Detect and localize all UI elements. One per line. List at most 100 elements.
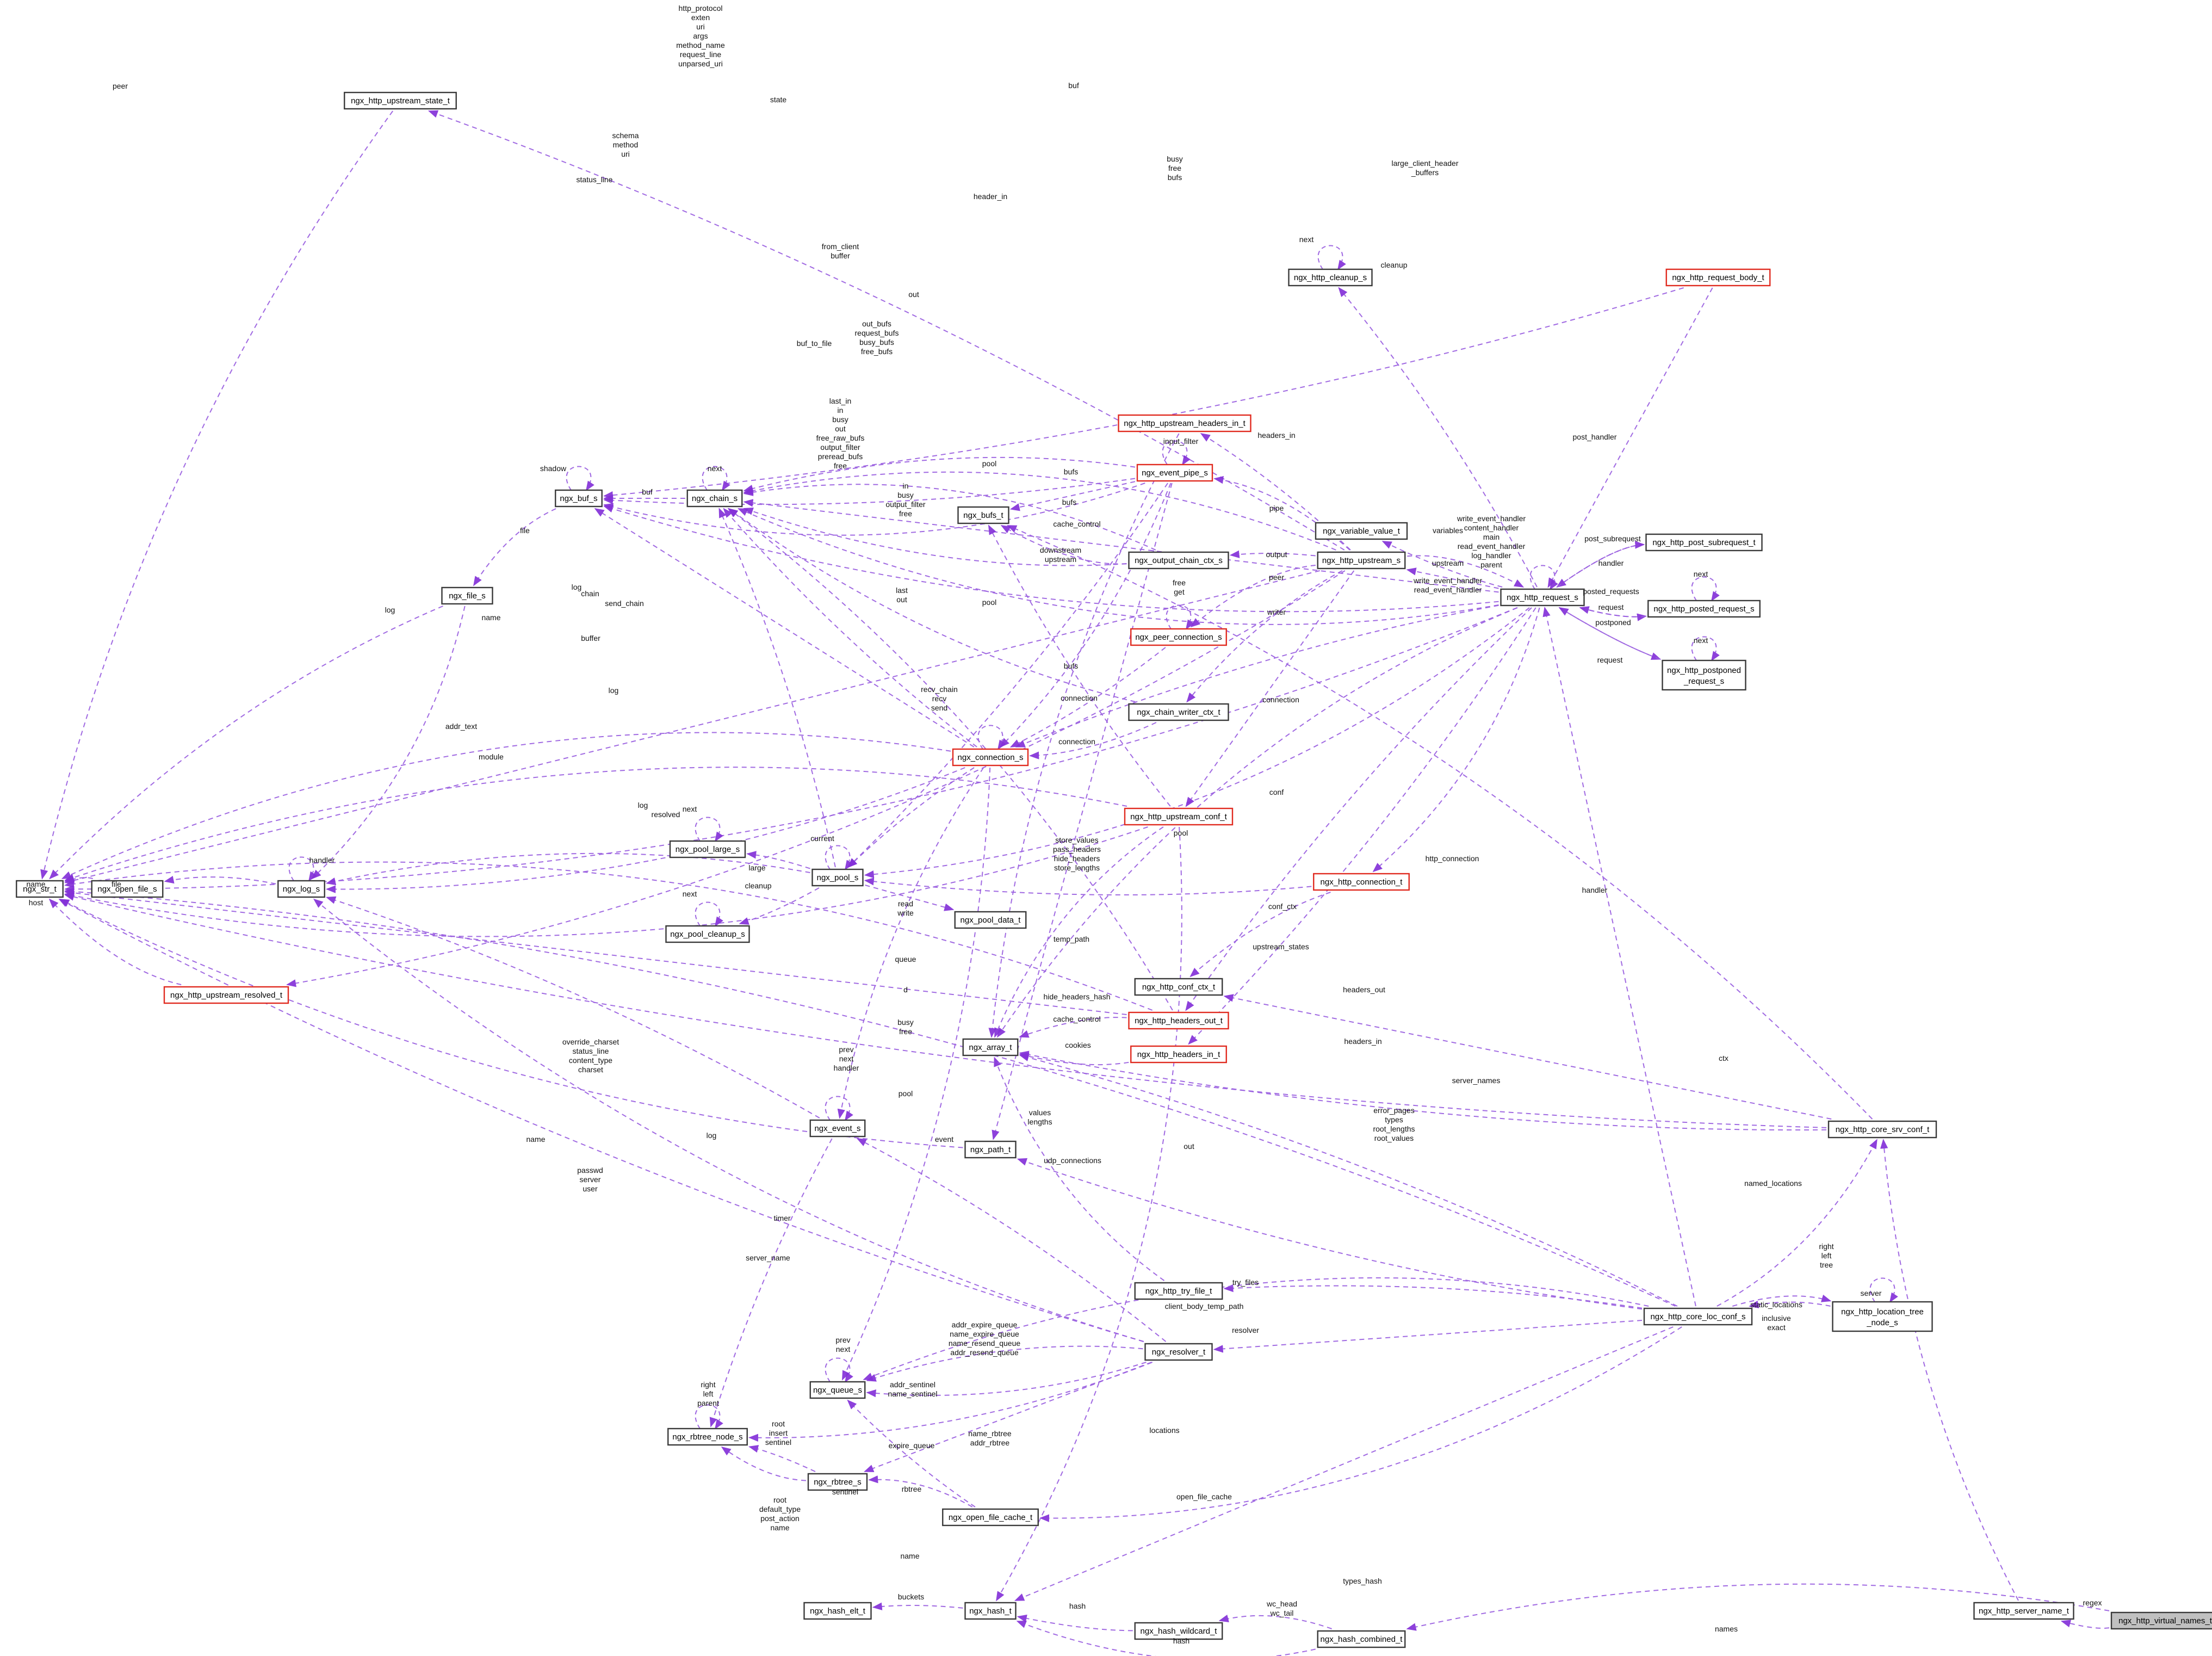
node-array[interactable]: ngx_array_t: [962, 1038, 1019, 1056]
node-box[interactable]: [16, 880, 64, 898]
node-box[interactable]: [1128, 551, 1229, 570]
node-box[interactable]: [1128, 703, 1229, 721]
node-box[interactable]: [1832, 1301, 1933, 1332]
node-bufs[interactable]: ngx_bufs_t: [957, 506, 1009, 524]
node-core_loc_conf[interactable]: ngx_http_core_loc_conf_s: [1643, 1307, 1753, 1326]
node-box[interactable]: [1647, 600, 1761, 618]
node-box[interactable]: [1662, 659, 1746, 691]
node-request_body[interactable]: ngx_http_request_body_t: [1665, 268, 1771, 287]
node-up_headers_in[interactable]: ngx_http_upstream_headers_in_t: [1118, 414, 1251, 432]
node-box[interactable]: [809, 1119, 866, 1138]
node-box[interactable]: [2110, 1611, 2212, 1630]
node-box[interactable]: [686, 489, 743, 508]
node-box[interactable]: [807, 1473, 868, 1491]
node-file[interactable]: ngx_file_s: [441, 586, 493, 605]
node-upstream_conf[interactable]: ngx_http_upstream_conf_t: [1124, 807, 1234, 826]
node-rbtree_node[interactable]: ngx_rbtree_node_s: [667, 1428, 748, 1446]
node-box[interactable]: [1130, 628, 1227, 646]
node-request[interactable]: ngx_http_request_s: [1500, 588, 1585, 607]
node-box[interactable]: [811, 868, 864, 887]
node-core_srv_conf[interactable]: ngx_http_core_srv_conf_t: [1827, 1120, 1937, 1139]
node-server_name[interactable]: ngx_http_server_name_t: [1973, 1602, 2074, 1620]
node-virtual_names[interactable]: ngx_http_virtual_names_t: [2110, 1611, 2212, 1630]
node-pool[interactable]: ngx_pool_s: [811, 868, 864, 887]
node-peer_connection[interactable]: ngx_peer_connection_s: [1130, 628, 1227, 646]
node-chain[interactable]: ngx_chain_s: [686, 489, 743, 508]
node-hash_wildcard[interactable]: ngx_hash_wildcard_t: [1134, 1622, 1223, 1640]
node-chain_writer[interactable]: ngx_chain_writer_ctx_t: [1128, 703, 1229, 721]
node-pool_data[interactable]: ngx_pool_data_t: [954, 911, 1027, 929]
node-box[interactable]: [1500, 588, 1585, 607]
node-box[interactable]: [1317, 551, 1406, 570]
node-hash_elt[interactable]: ngx_hash_elt_t: [803, 1602, 872, 1620]
node-box[interactable]: [344, 91, 457, 110]
node-hash[interactable]: ngx_hash_t: [964, 1602, 1017, 1620]
node-box[interactable]: [1124, 807, 1234, 826]
node-log[interactable]: ngx_log_s: [277, 880, 325, 898]
node-box[interactable]: [1288, 268, 1373, 287]
node-str[interactable]: ngx_str_t: [16, 880, 64, 898]
node-connection[interactable]: ngx_connection_s: [952, 748, 1029, 767]
node-open_file_cache[interactable]: ngx_open_file_cache_t: [942, 1508, 1039, 1527]
node-box[interactable]: [962, 1038, 1019, 1056]
node-location_tree[interactable]: ngx_http_location_tree_node_s: [1832, 1301, 1933, 1332]
node-path[interactable]: ngx_path_t: [964, 1140, 1017, 1159]
node-upstream_state[interactable]: ngx_http_upstream_state_t: [344, 91, 457, 110]
node-box[interactable]: [957, 506, 1009, 524]
node-box[interactable]: [803, 1602, 872, 1620]
node-post_subrequest[interactable]: ngx_http_post_subrequest_t: [1645, 533, 1763, 552]
node-headers_in[interactable]: ngx_http_headers_in_t: [1130, 1045, 1227, 1064]
node-output_chain[interactable]: ngx_output_chain_ctx_s: [1128, 551, 1229, 570]
node-upstream_resolved[interactable]: ngx_http_upstream_resolved_t: [163, 986, 289, 1004]
node-variable_value[interactable]: ngx_variable_value_t: [1315, 522, 1408, 540]
node-http_cleanup[interactable]: ngx_http_cleanup_s: [1288, 268, 1373, 287]
node-posted_request[interactable]: ngx_http_posted_request_s: [1647, 600, 1761, 618]
node-box[interactable]: [1827, 1120, 1937, 1139]
node-box[interactable]: [1136, 464, 1213, 482]
node-try_file[interactable]: ngx_http_try_file_t: [1134, 1282, 1223, 1300]
node-box[interactable]: [555, 489, 603, 508]
node-box[interactable]: [1128, 1011, 1229, 1030]
node-box[interactable]: [1315, 522, 1408, 540]
node-box[interactable]: [665, 925, 750, 943]
node-box[interactable]: [809, 1381, 866, 1399]
node-box[interactable]: [1665, 268, 1771, 287]
node-box[interactable]: [441, 586, 493, 605]
node-hash_combined[interactable]: ngx_hash_combined_t: [1317, 1630, 1406, 1648]
node-box[interactable]: [1973, 1602, 2074, 1620]
node-box[interactable]: [1313, 873, 1410, 891]
node-box[interactable]: [964, 1602, 1017, 1620]
node-box[interactable]: [277, 880, 325, 898]
node-open_file[interactable]: ngx_open_file_s: [91, 880, 164, 898]
node-rbtree[interactable]: ngx_rbtree_s: [807, 1473, 868, 1491]
node-box[interactable]: [669, 840, 746, 858]
node-headers_out[interactable]: ngx_http_headers_out_t: [1128, 1011, 1229, 1030]
node-event[interactable]: ngx_event_s: [809, 1119, 866, 1138]
node-box[interactable]: [1134, 978, 1223, 996]
node-buf[interactable]: ngx_buf_s: [555, 489, 603, 508]
node-box[interactable]: [667, 1428, 748, 1446]
node-pool_large[interactable]: ngx_pool_large_s: [669, 840, 746, 858]
node-postponed_request[interactable]: ngx_http_postponed_request_s: [1662, 659, 1746, 691]
node-box[interactable]: [1134, 1622, 1223, 1640]
node-box[interactable]: [1134, 1282, 1223, 1300]
node-event_pipe[interactable]: ngx_event_pipe_s: [1136, 464, 1213, 482]
node-box[interactable]: [1130, 1045, 1227, 1064]
node-box[interactable]: [1144, 1343, 1213, 1361]
node-http_connection[interactable]: ngx_http_connection_t: [1313, 873, 1410, 891]
node-box[interactable]: [91, 880, 164, 898]
node-box[interactable]: [1317, 1630, 1406, 1648]
node-box[interactable]: [1118, 414, 1251, 432]
node-box[interactable]: [1645, 533, 1763, 552]
node-box[interactable]: [1643, 1307, 1753, 1326]
node-resolver[interactable]: ngx_resolver_t: [1144, 1343, 1213, 1361]
node-box[interactable]: [964, 1140, 1017, 1159]
node-box[interactable]: [163, 986, 289, 1004]
node-queue[interactable]: ngx_queue_s: [809, 1381, 866, 1399]
node-box[interactable]: [954, 911, 1027, 929]
node-pool_cleanup[interactable]: ngx_pool_cleanup_s: [665, 925, 750, 943]
node-box[interactable]: [952, 748, 1029, 767]
node-box[interactable]: [942, 1508, 1039, 1527]
node-upstream[interactable]: ngx_http_upstream_s: [1317, 551, 1406, 570]
node-conf_ctx[interactable]: ngx_http_conf_ctx_t: [1134, 978, 1223, 996]
